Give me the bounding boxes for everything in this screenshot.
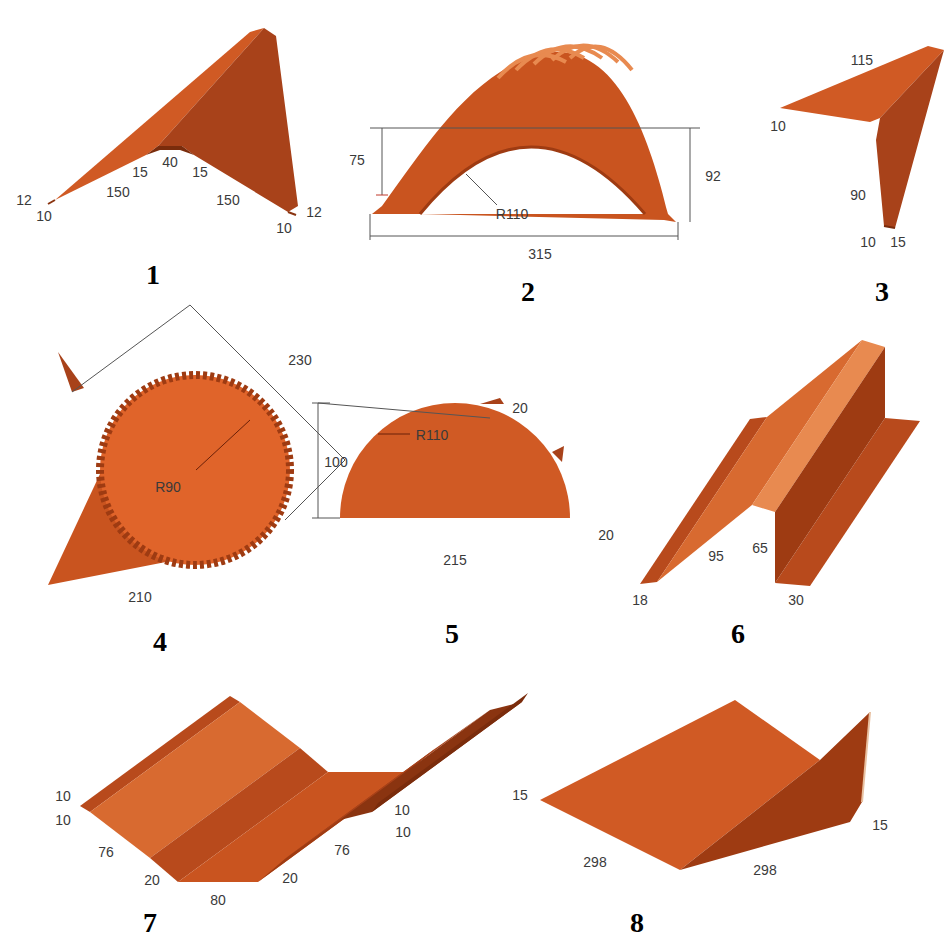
dimension-label: 150	[106, 185, 129, 199]
dimension-label: 298	[583, 855, 606, 869]
dimension-label: 100	[324, 455, 347, 469]
dimension-label: 10	[394, 803, 410, 817]
dimension-label: 10	[770, 119, 786, 133]
dimension-label: 75	[349, 153, 365, 167]
figure-number: 6	[731, 620, 745, 648]
cone-cap-4	[48, 305, 345, 585]
dimension-label: 40	[162, 155, 178, 169]
figure-number: 5	[445, 620, 459, 648]
dimension-label: 95	[708, 549, 724, 563]
dimension-label: 10	[276, 221, 292, 235]
figure-number: 2	[521, 278, 535, 306]
dimension-label: 115	[851, 53, 873, 67]
dimension-label: 12	[306, 205, 322, 219]
dimension-label: 76	[334, 843, 350, 857]
dimension-label: R110	[416, 428, 448, 442]
figure-number: 4	[153, 628, 167, 656]
end-cap-5	[312, 398, 570, 518]
dimension-label: 90	[850, 188, 866, 202]
dimension-label: 92	[705, 169, 721, 183]
dimension-label: 65	[752, 541, 768, 555]
dimension-label: 15	[890, 235, 906, 249]
dimension-label: 76	[98, 845, 114, 859]
dimension-label: 150	[216, 193, 239, 207]
figure-number: 8	[630, 909, 644, 937]
valley-7	[80, 693, 528, 882]
dimension-label: 10	[55, 789, 71, 803]
dimension-label: 230	[288, 353, 311, 367]
dimension-label: 10	[395, 825, 411, 839]
dimension-label: 15	[872, 818, 888, 832]
dimension-label: 10	[860, 235, 876, 249]
round-ridge-2	[370, 45, 700, 240]
valley-8	[540, 700, 870, 870]
dimension-label: 210	[128, 590, 151, 604]
dimension-label: 20	[144, 873, 160, 887]
dimension-label: 80	[210, 893, 226, 907]
dimension-label: 315	[528, 247, 551, 261]
dimension-label: 12	[16, 193, 32, 207]
figure-number: 1	[146, 261, 160, 289]
dimension-label: 15	[512, 788, 528, 802]
angle-flashing-3	[780, 46, 944, 228]
wall-flashing-6	[640, 340, 920, 586]
dimension-label: 15	[132, 165, 148, 179]
dimension-label: 30	[788, 593, 804, 607]
figure-number: 7	[143, 909, 157, 937]
dimension-label: 10	[55, 813, 71, 827]
dimension-label: 215	[443, 553, 466, 567]
dimension-label: 20	[512, 401, 528, 415]
dimension-label: 20	[598, 528, 614, 542]
dimension-label: R90	[155, 480, 181, 494]
figure-number: 3	[875, 278, 889, 306]
dimension-label: 20	[282, 871, 298, 885]
ridge-element-1	[48, 28, 298, 215]
dimension-label: 15	[192, 165, 208, 179]
dimension-label: 10	[36, 209, 52, 223]
dimension-label: 298	[753, 863, 776, 877]
dimension-label: 18	[632, 593, 648, 607]
dimension-label: R110	[496, 207, 528, 221]
